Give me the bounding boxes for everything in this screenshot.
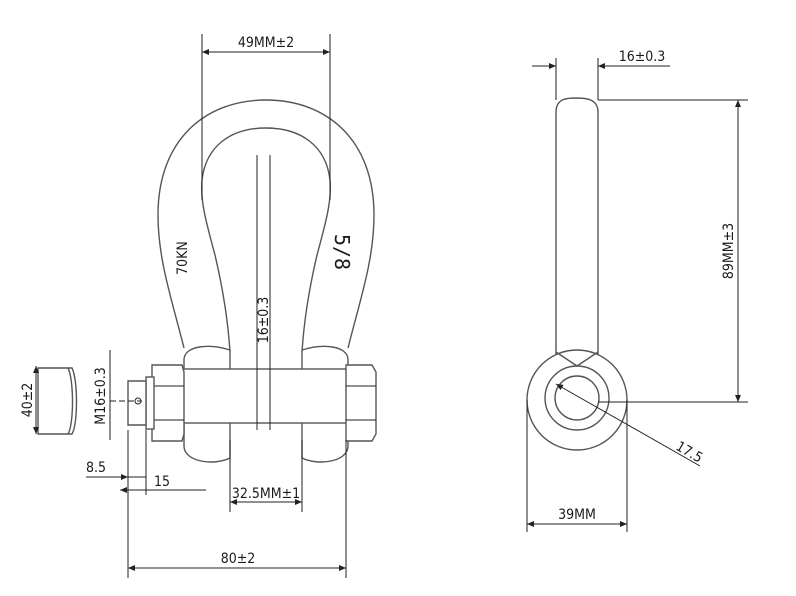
- dim-8-5-and-15: 8.5 15: [86, 430, 206, 578]
- wll-marking: 70KN: [175, 241, 191, 275]
- svg-text:M16±0.3: M16±0.3: [93, 367, 109, 424]
- side-view: [526, 97, 628, 451]
- svg-text:15: 15: [154, 474, 170, 490]
- svg-text:40±2: 40±2: [20, 383, 36, 418]
- size-marking: 5/8: [330, 234, 354, 270]
- bow-inner-outline: [200, 127, 332, 353]
- side-eye-outer: [526, 349, 628, 451]
- svg-text:39MM: 39MM: [558, 507, 596, 523]
- dim-inner-width: 32.5MM±1: [229, 440, 303, 512]
- cotter-pin-end-view: [37, 367, 78, 435]
- svg-text:17.5: 17.5: [673, 439, 705, 467]
- dim-body-diameter-label: 16±0.3: [256, 297, 272, 344]
- dim-overall-80: 80±2: [128, 440, 347, 578]
- dim-pin-thread: M16±0.3: [93, 350, 111, 440]
- pin-tip: [127, 380, 147, 426]
- dim-eye-width: 39MM: [526, 400, 628, 532]
- dim-inside-length: 89MM±3: [598, 99, 748, 403]
- svg-text:16±0.3: 16±0.3: [619, 49, 666, 65]
- svg-text:32.5MM±1: 32.5MM±1: [232, 486, 300, 502]
- pin-head: [151, 364, 185, 442]
- svg-text:49MM±2: 49MM±2: [238, 35, 294, 51]
- bow-outer-outline: [157, 99, 375, 349]
- side-pin-hole: [554, 375, 600, 421]
- dim-pin-length-40: 40±2: [20, 366, 39, 434]
- svg-text:89MM±3: 89MM±3: [721, 223, 737, 279]
- front-view: [37, 99, 377, 463]
- svg-text:8.5: 8.5: [86, 460, 106, 476]
- svg-text:80±2: 80±2: [221, 551, 256, 567]
- side-eye-hole: [544, 365, 610, 431]
- pin-nut: [345, 364, 377, 442]
- dim-width-49: 49MM±2: [201, 34, 331, 200]
- dim-side-thickness: 16±0.3: [532, 49, 670, 100]
- pin-shank: [177, 368, 351, 424]
- side-shank: [555, 97, 599, 358]
